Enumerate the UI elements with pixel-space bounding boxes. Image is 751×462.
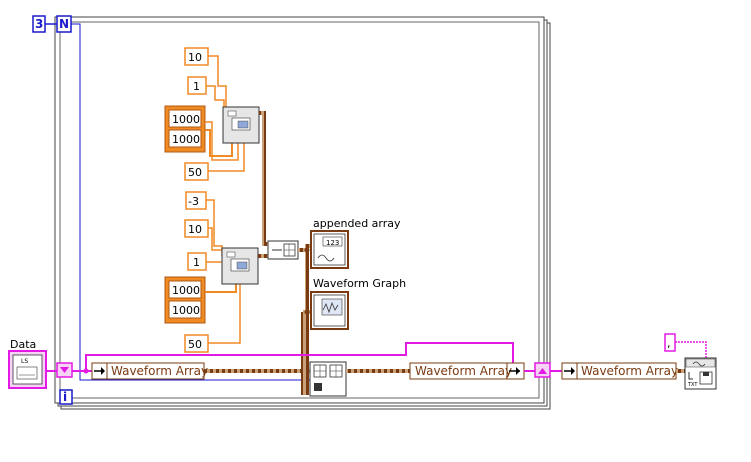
txt-glyph: TXT xyxy=(687,382,698,388)
svg-text:1000: 1000 xyxy=(172,113,200,126)
iteration-terminal-label: i xyxy=(63,390,67,404)
svg-text:50: 50 xyxy=(188,166,202,179)
waveform-graph-indicator[interactable] xyxy=(310,291,349,330)
loop-count-constant[interactable]: 3 xyxy=(32,15,46,33)
waveform-graph-label: Waveform Graph xyxy=(313,277,406,290)
gen2-const-1[interactable]: 1 xyxy=(187,252,207,271)
data-terminal-text: LS xyxy=(21,358,28,365)
gen2-array-constant[interactable]: 1000 1000 xyxy=(164,276,206,324)
gen2-const-50[interactable]: 50 xyxy=(184,334,209,353)
build-array-node[interactable] xyxy=(267,240,299,260)
svg-text:Waveform Array: Waveform Array xyxy=(415,364,512,378)
data-control-label: Data xyxy=(10,338,36,351)
gen2-const-10[interactable]: 10 xyxy=(184,219,209,238)
appended-array-indicator[interactable]: 123 xyxy=(310,230,349,269)
loop-count-terminal[interactable]: N xyxy=(56,15,72,33)
shift-register-right[interactable] xyxy=(534,362,551,378)
loop-count-value: 3 xyxy=(35,17,43,31)
insert-into-array-node[interactable] xyxy=(309,361,347,397)
waveform-generator-1[interactable] xyxy=(222,106,260,144)
shift-register-left[interactable] xyxy=(56,362,73,378)
svg-text:1: 1 xyxy=(193,80,200,93)
gen1-const-50[interactable]: 50 xyxy=(184,162,209,181)
gen2-const-neg3[interactable]: -3 xyxy=(185,191,207,210)
waveform-array-node-3[interactable]: Waveform Array xyxy=(561,362,678,380)
svg-text:1000: 1000 xyxy=(172,133,200,146)
indicator-text: 123 xyxy=(326,239,339,247)
waveform-generator-2[interactable] xyxy=(221,247,259,285)
svg-text:10: 10 xyxy=(188,51,202,64)
svg-text:Waveform Array: Waveform Array xyxy=(111,364,208,378)
gen1-const-10[interactable]: 10 xyxy=(184,47,209,66)
svg-text:-3: -3 xyxy=(188,195,199,208)
loop-count-terminal-label: N xyxy=(59,17,69,31)
svg-text:50: 50 xyxy=(188,338,202,351)
appended-array-label: appended array xyxy=(313,217,401,230)
svg-text:,: , xyxy=(667,337,671,350)
iteration-terminal[interactable]: i xyxy=(59,389,73,405)
svg-text:1000: 1000 xyxy=(172,304,200,317)
svg-text:Waveform Array: Waveform Array xyxy=(581,364,678,378)
svg-text:1: 1 xyxy=(193,256,200,269)
svg-text:10: 10 xyxy=(188,223,202,236)
data-control-terminal[interactable]: LS xyxy=(8,350,47,389)
gen1-const-1[interactable]: 1 xyxy=(187,76,207,95)
waveform-array-node-2[interactable]: Waveform Array xyxy=(409,362,525,380)
waveform-array-node-1[interactable]: Waveform Array xyxy=(91,362,208,380)
delimiter-constant[interactable]: , xyxy=(664,333,676,352)
gen1-array-constant[interactable]: 1000 1000 xyxy=(164,105,206,153)
export-waveforms-node[interactable]: TXT xyxy=(684,357,717,390)
svg-text:1000: 1000 xyxy=(172,284,200,297)
